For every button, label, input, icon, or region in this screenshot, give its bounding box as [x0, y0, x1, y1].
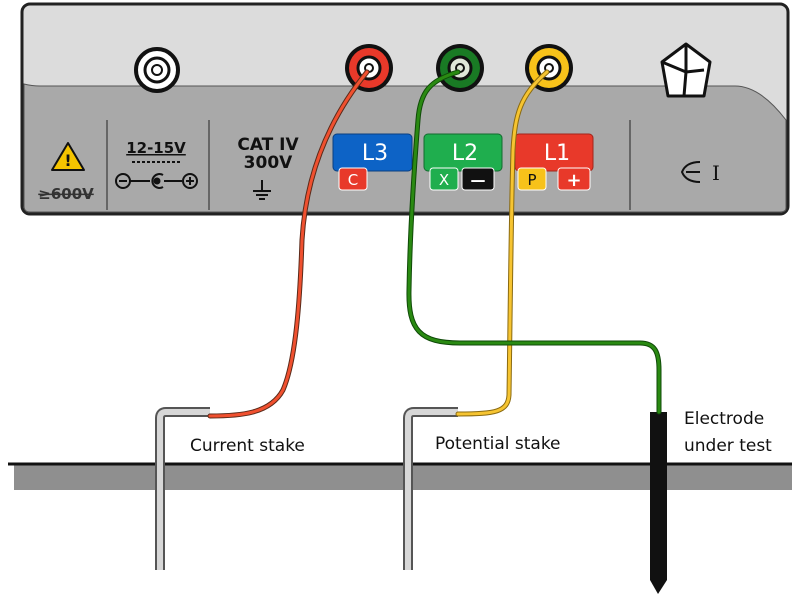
terminal-l3-sub-c: C [348, 171, 358, 189]
potential-stake [403, 407, 458, 570]
terminal-l1-sub-p: P [527, 171, 536, 189]
warning-icon: ! [51, 142, 85, 171]
supply-voltage: 12-15V [126, 139, 186, 157]
white-jack [134, 47, 180, 93]
terminal-l1: L1 P + [514, 133, 594, 191]
wire-yellow-core [456, 70, 549, 416]
clamp-socket-icon [660, 42, 712, 98]
ground [8, 462, 792, 490]
dc-polarity-icon [115, 161, 198, 189]
wire-green-core [407, 70, 661, 414]
terminal-l1-sub-plus: + [566, 170, 581, 191]
terminal-l2-sub-minus: — [471, 171, 486, 189]
green-jack [436, 44, 484, 92]
cat-rating: CAT IV [237, 135, 299, 155]
clamp-symbol-label: I [712, 161, 720, 185]
cat-voltage: 300V [244, 153, 293, 173]
current-stake [155, 407, 210, 570]
terminal-l2-label: L2 [452, 141, 478, 166]
terminal-l2-sub-x: X [439, 171, 449, 189]
red-jack [345, 44, 393, 92]
wire-red-core [208, 70, 369, 418]
terminal-l1-label: L1 [544, 141, 570, 166]
potential-stake-label: Potential stake [435, 434, 561, 454]
terminal-l3-label: L3 [362, 141, 388, 166]
terminal-l2: L2 X — [423, 133, 503, 191]
electrode-label-line2: under test [684, 436, 772, 456]
current-stake-label: Current stake [190, 436, 305, 456]
electrode-label-line1: Electrode [684, 409, 764, 429]
ground-symbol-icon [253, 180, 271, 200]
terminal-l3: L3 C [332, 133, 413, 191]
electrode-under-test [650, 412, 667, 594]
clamp-symbol-icon [680, 161, 701, 183]
svg-text:!: ! [64, 151, 71, 170]
warning-voltage: ≥600V [38, 185, 94, 203]
instrument-panel: ! ≥600V 12-15V CAT IV 300V [20, 2, 790, 216]
